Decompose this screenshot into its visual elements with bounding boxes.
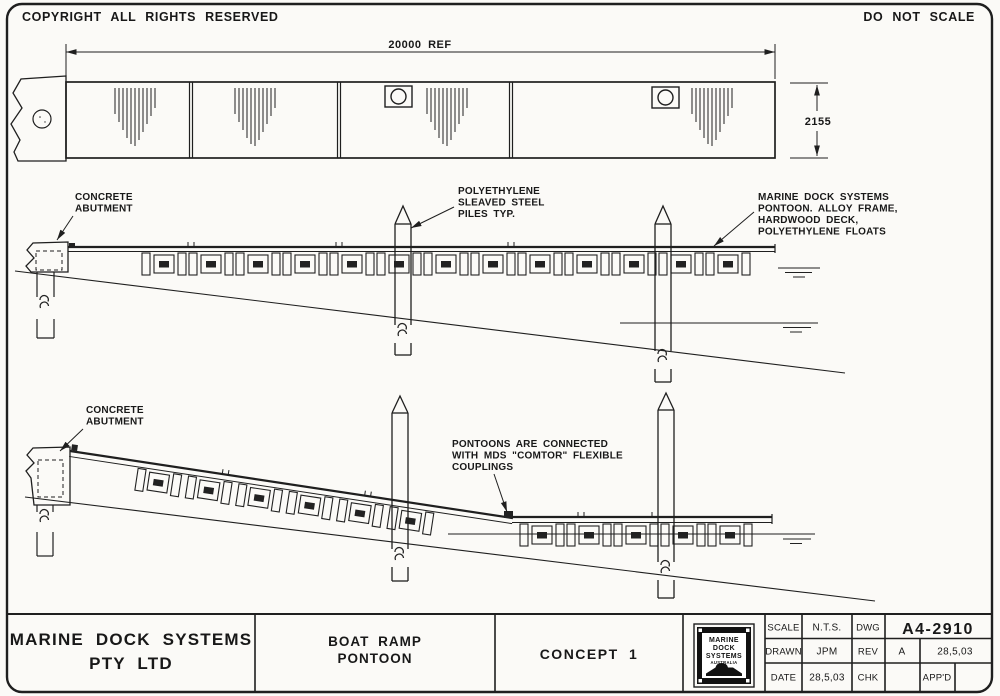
elev2-floats: [519, 523, 753, 547]
svg-text:PILES TYP.: PILES TYP.: [458, 209, 515, 220]
company-name-line2: PTY LTD: [89, 654, 173, 673]
elev2-seabed-line: [24, 496, 876, 602]
elev1-piles: [394, 204, 672, 383]
plan-length-dimension: 20000 REF: [388, 39, 451, 51]
plan-width-dimension: 2155: [805, 116, 831, 128]
dwg-number: A4-2910: [902, 621, 974, 638]
svg-text:SLEAVED STEEL: SLEAVED STEEL: [458, 198, 545, 209]
annotations: CONCRETE ABUTMENT POLYETHYLENE SLEAVED S…: [56, 186, 898, 513]
date-value: 28,5,03: [809, 673, 845, 684]
svg-text:ABUTMENT: ABUTMENT: [75, 204, 133, 215]
rev-date-value: 28,5,03: [937, 647, 973, 658]
logo-text-1: MARINE: [709, 637, 739, 644]
plan-view: 20000 REF: [10, 39, 831, 162]
elev2-ramp: [69, 444, 514, 536]
chk-label: CHK: [858, 673, 879, 684]
label-concrete-abutment-1: CONCRETE ABUTMENT: [56, 192, 133, 241]
rev-value: A: [899, 647, 906, 658]
elevation-high-water: [14, 204, 846, 383]
svg-text:CONCRETE: CONCRETE: [86, 405, 144, 416]
scale-value: N.T.S.: [812, 623, 841, 634]
scale-label: SCALE: [767, 623, 799, 634]
logo-text-3: SYSTEMS: [706, 653, 742, 660]
mds-logo: MARINE DOCK SYSTEMS AUSTRALIA: [693, 623, 755, 688]
elevation-low-water: [24, 391, 876, 602]
company-name-line1: MARINE DOCK SYSTEMS: [10, 630, 253, 649]
plan-pile-guides: [384, 85, 680, 109]
elev2-coupling: [504, 511, 513, 518]
logo-anvil-icon: [706, 663, 742, 676]
logo-text-4: AUSTRALIA: [711, 660, 738, 665]
svg-text:ABUTMENT: ABUTMENT: [86, 417, 144, 428]
date-label: DATE: [771, 673, 796, 684]
logo-text-2: DOCK: [713, 645, 735, 652]
do-not-scale-note: DO NOT SCALE: [863, 10, 975, 24]
title-block: MARINE DOCK SYSTEMS PTY LTD BOAT RAMP PO…: [7, 613, 992, 691]
elev1-abutment: [25, 241, 69, 273]
label-couplings: PONTOONS ARE CONNECTED WITH MDS "COMTOR"…: [452, 439, 623, 513]
elev2-piles: [391, 391, 675, 599]
label-concrete-abutment-2: CONCRETE ABUTMENT: [59, 405, 144, 452]
plan-deck-hatch: [114, 88, 733, 146]
elev1-floats: [141, 252, 751, 276]
appd-label: APP'D: [923, 673, 952, 684]
label-steel-piles: POLYETHYLENE SLEAVED STEEL PILES TYP.: [410, 186, 545, 229]
drawn-label: DRAWN: [765, 647, 802, 658]
elev1-water-marks: [620, 267, 820, 333]
concept-label: CONCEPT 1: [540, 646, 639, 662]
svg-text:HARDWOOD DECK,: HARDWOOD DECK,: [758, 215, 858, 226]
copyright-notice: COPYRIGHT ALL RIGHTS RESERVED: [22, 10, 279, 24]
svg-text:MARINE DOCK SYSTEMS: MARINE DOCK SYSTEMS: [758, 192, 889, 203]
svg-text:CONCRETE: CONCRETE: [75, 192, 133, 203]
svg-text:PONTOONS ARE CONNECTED: PONTOONS ARE CONNECTED: [452, 439, 608, 450]
dwg-label: DWG: [856, 623, 880, 634]
plan-abutment: [10, 75, 67, 162]
rev-label: REV: [858, 647, 879, 658]
drawing-title-line2: PONTOON: [337, 651, 412, 666]
sheet-border: [5, 2, 994, 694]
svg-text:WITH MDS "COMTOR" FLEXIBLE: WITH MDS "COMTOR" FLEXIBLE: [452, 451, 623, 462]
label-pontoon-spec: MARINE DOCK SYSTEMS PONTOON. ALLOY FRAME…: [713, 192, 898, 247]
svg-text:POLYETHYLENE FLOATS: POLYETHYLENE FLOATS: [758, 227, 886, 238]
elev1-seabed-line: [14, 270, 846, 374]
drawn-value: JPM: [817, 647, 838, 658]
elev2-water-marks: [448, 533, 815, 544]
elev2-abutment: [25, 446, 71, 506]
svg-text:PONTOON. ALLOY FRAME,: PONTOON. ALLOY FRAME,: [758, 204, 898, 215]
plan-pontoon-body: [65, 81, 776, 159]
svg-text:COUPLINGS: COUPLINGS: [452, 462, 513, 473]
svg-text:POLYETHYLENE: POLYETHYLENE: [458, 186, 540, 197]
drawing-title-line1: BOAT RAMP: [328, 634, 422, 649]
